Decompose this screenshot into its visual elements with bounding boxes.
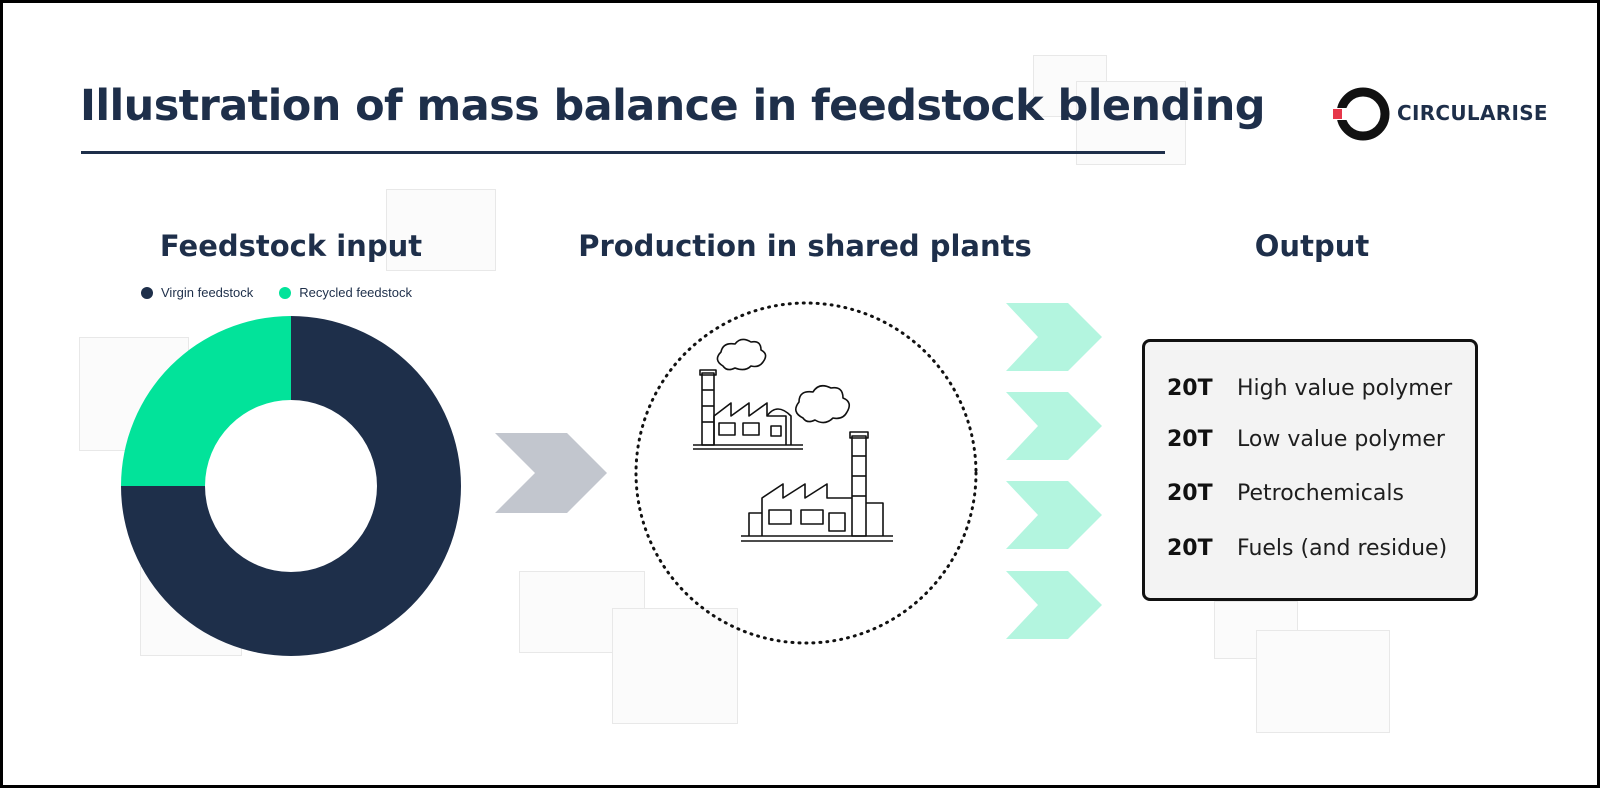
output-amount: 20T	[1167, 481, 1213, 506]
output-chevron-arrow-icon	[1006, 571, 1102, 639]
factory-left	[693, 338, 803, 450]
title-underline	[81, 151, 1165, 154]
feedstock-donut-chart	[121, 316, 461, 656]
legend-label-recycled: Recycled feedstock	[299, 285, 412, 300]
background-square	[1256, 630, 1390, 733]
background-square	[612, 608, 738, 724]
background-square	[386, 189, 496, 271]
legend-item-virgin: Virgin feedstock	[141, 285, 253, 300]
page-title: Illustration of mass balance in feedstoc…	[80, 81, 1266, 131]
gray-chevron-arrow-icon	[495, 433, 607, 513]
legend-swatch-recycled	[279, 286, 292, 299]
output-label: Petrochemicals	[1237, 481, 1404, 506]
section-title-input: Feedstock input	[159, 229, 423, 263]
output-chevron-arrow-icon	[1006, 481, 1102, 549]
section-title-output: Output	[1254, 229, 1370, 263]
output-list: 20T High value polymer 20T Low value pol…	[1142, 339, 1478, 601]
chart-legend: Virgin feedstock Recycled feedstock	[141, 285, 412, 300]
output-amount: 20T	[1167, 536, 1213, 561]
factories-icon	[693, 338, 893, 542]
output-chevron-arrows	[1006, 303, 1102, 639]
output-item: 20T Low value polymer	[1167, 427, 1445, 452]
logo-wordmark: CIRCULARISE	[1397, 101, 1548, 125]
output-chevron-arrow-icon	[1006, 392, 1102, 460]
output-item: 20T Petrochemicals	[1167, 481, 1404, 506]
output-chevron-arrow-icon	[1006, 303, 1102, 371]
output-item: 20T Fuels (and residue)	[1167, 536, 1447, 561]
output-amount: 20T	[1167, 376, 1213, 401]
company-logo: CIRCULARISE	[1333, 86, 1553, 142]
output-label: Low value polymer	[1237, 427, 1445, 452]
shared-plant-circle	[634, 301, 978, 645]
output-amount: 20T	[1167, 427, 1213, 452]
legend-label-virgin: Virgin feedstock	[161, 285, 254, 300]
section-title-production: Production in shared plants	[578, 229, 1032, 263]
legend-swatch-virgin	[141, 286, 153, 299]
output-item: 20T High value polymer	[1167, 376, 1452, 401]
output-label: Fuels (and residue)	[1237, 536, 1448, 561]
legend-item-recycled: Recycled feedstock	[279, 285, 412, 300]
output-label: High value polymer	[1237, 376, 1453, 401]
circularise-ring-logo-icon	[1333, 87, 1390, 141]
donut-slice-recycled	[121, 316, 291, 486]
donut-slice-virgin	[121, 316, 461, 656]
factory-right	[741, 384, 893, 542]
